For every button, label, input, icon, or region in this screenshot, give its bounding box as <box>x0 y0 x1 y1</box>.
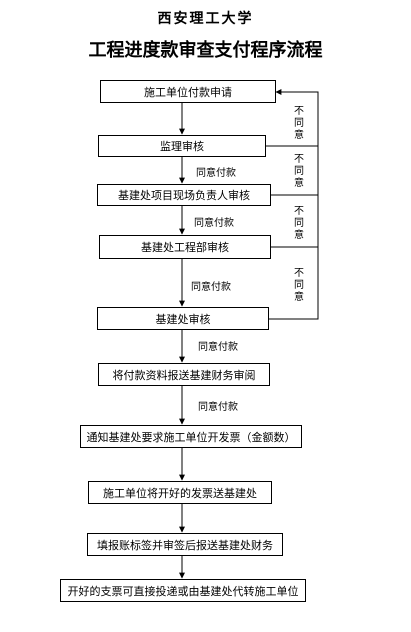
step-deliver-cheque: 开好的支票可直接投递或由基建处代转施工单位 <box>60 579 306 602</box>
approve-label-1: 同意付款 <box>196 168 236 179</box>
step-fill-reimbursement: 填报账标签并审签后报送基建处财务 <box>87 533 283 556</box>
step-engineering-dept-review: 基建处工程部审核 <box>99 235 271 259</box>
step-submit-finance: 将付款资料报送基建财务审阅 <box>98 363 270 386</box>
step-payment-application: 施工单位付款申请 <box>100 80 276 103</box>
approve-label-2: 同意付款 <box>194 218 234 229</box>
approve-label-4: 同意付款 <box>198 342 238 353</box>
reject-label-1: 不同意 <box>294 106 304 141</box>
page-title: 工程进度款审查支付程序流程 <box>88 40 323 61</box>
approve-label-3: 同意付款 <box>191 282 231 293</box>
approve-label-5: 同意付款 <box>198 402 238 413</box>
university-name: 西安理工大学 <box>157 11 254 27</box>
reject-loop-1 <box>266 89 319 147</box>
reject-label-3: 不同意 <box>294 206 304 241</box>
step-request-invoice: 通知基建处要求施工单位开发票（金额数） <box>80 425 302 448</box>
step-deliver-invoice: 施工单位将开好的发票送基建处 <box>88 481 272 504</box>
step-construction-office-review: 基建处审核 <box>97 307 269 330</box>
reject-loop-4 <box>269 146 319 320</box>
reject-label-2: 不同意 <box>294 154 304 189</box>
step-supervisor-review: 监理审核 <box>98 135 266 157</box>
step-site-manager-review: 基建处项目现场负责人审核 <box>97 184 271 206</box>
reject-label-4: 不同意 <box>294 268 304 303</box>
